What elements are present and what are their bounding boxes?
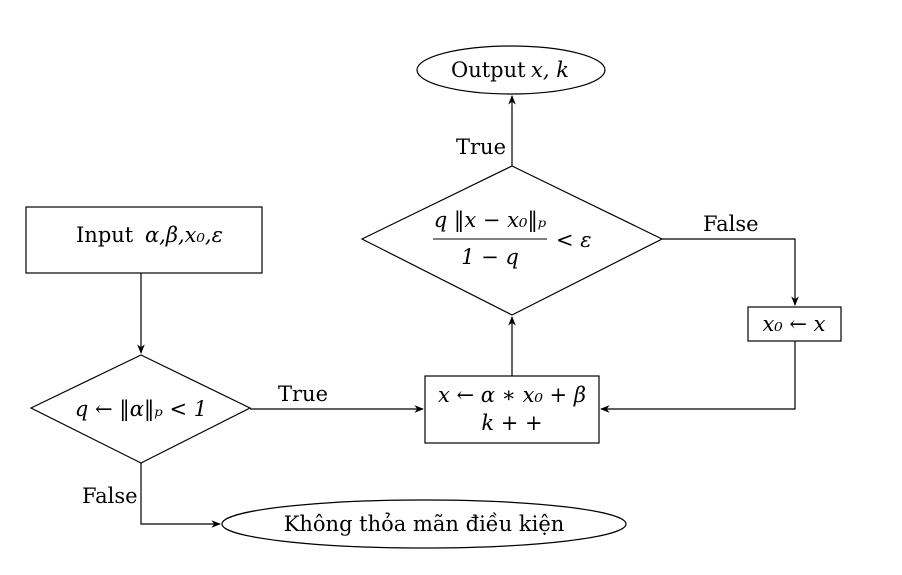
- label-stop-true: True: [456, 135, 506, 159]
- update-node: x ← α ∗ x₀ + β k + +: [424, 375, 600, 444]
- edge-reassign-to-update: [600, 341, 796, 413]
- reassign-node: x₀ ← x: [747, 306, 842, 342]
- fail-text: Không thỏa mãn điều kiện: [284, 512, 565, 536]
- reassign-text: x₀ ← x: [762, 312, 825, 336]
- output-label: Output: [451, 58, 526, 82]
- fail-node: Không thỏa mãn điều kiện: [221, 499, 627, 549]
- input-node: Input α,β,x₀,ε: [25, 206, 263, 274]
- label-check-true: True: [278, 382, 328, 406]
- output-node: Output x, k: [416, 45, 606, 95]
- stop-check-denominator: 1 − q: [461, 245, 519, 269]
- update-line1: x ← α ∗ x₀ + β: [438, 383, 586, 407]
- stop-check-node: q ‖x − x₀‖ₚ 1 − q < ε: [360, 165, 664, 316]
- check-q-node: q ← ‖α‖ₚ < 1: [29, 354, 252, 464]
- check-q-text: q ← ‖α‖ₚ < 1: [75, 397, 207, 422]
- update-line2: k + +: [481, 411, 542, 435]
- stop-check-numerator: q ‖x − x₀‖ₚ: [434, 208, 547, 233]
- output-vars: x, k: [531, 58, 569, 82]
- input-vars: α,β,x₀,ε: [145, 223, 223, 247]
- input-label: Input: [76, 223, 134, 247]
- edge-stop-false: [662, 238, 799, 306]
- stop-check-rhs: < ε: [556, 228, 592, 252]
- label-stop-false: False: [703, 212, 759, 236]
- label-check-false: False: [82, 484, 138, 508]
- edge-check-false: [140, 463, 221, 528]
